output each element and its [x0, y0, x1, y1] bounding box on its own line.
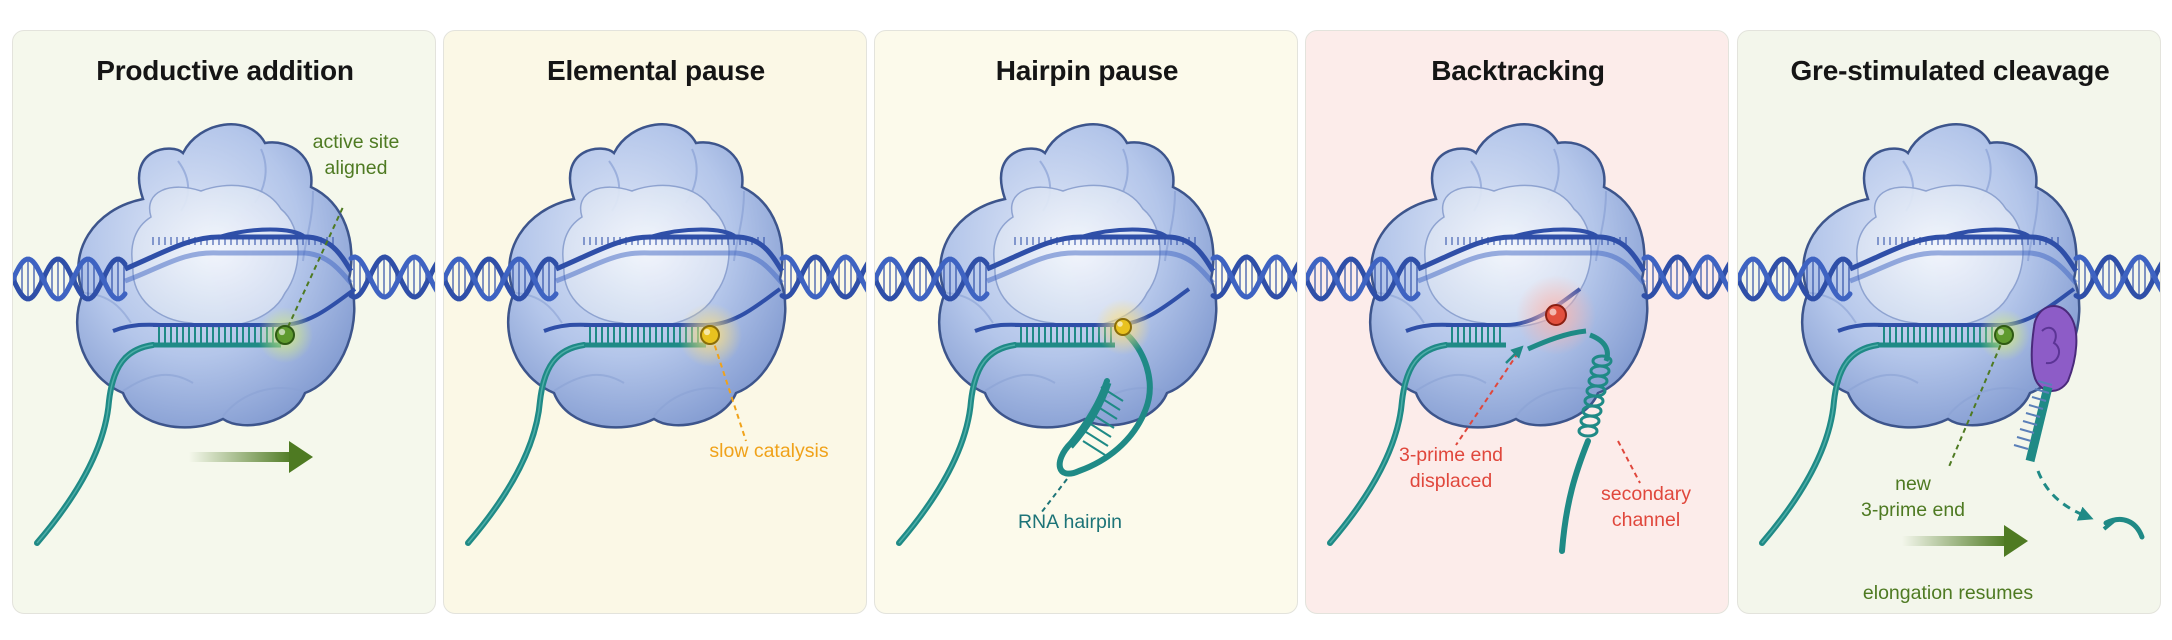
- dna-helix-icon: [1738, 227, 2160, 302]
- forward-arrow-icon: [189, 441, 313, 473]
- panel-hairpin-pause: Hairpin pause RNA hairpin: [874, 30, 1298, 614]
- polymerase-icon: [937, 123, 1218, 429]
- slow-catalysis-label: slow catalysis: [709, 440, 829, 462]
- active-site-icon: [1994, 325, 2014, 345]
- stalled-site-icon: [1545, 304, 1567, 326]
- elongation-resumes-label: elongation resumes: [1862, 582, 2034, 604]
- extruded-rna-icon: [1559, 332, 1613, 554]
- dna-helix-icon: [1306, 227, 1728, 302]
- rna-hairpin-icon: [1056, 328, 1153, 477]
- dna-helix-icon: [13, 227, 435, 302]
- backtracking-illustration: [1306, 123, 1728, 554]
- dna-helix-icon: [444, 227, 866, 302]
- productive-addition-illustration: [13, 123, 435, 546]
- cleaved-fragment-icon: [2036, 470, 2145, 540]
- active-site-icon: [275, 325, 295, 345]
- gre-factor-icon: [2013, 305, 2078, 463]
- panel-title: Gre-stimulated cleavage: [1790, 55, 2110, 86]
- gre-cleavage-illustration: [1738, 123, 2160, 557]
- panel-title: Hairpin pause: [995, 55, 1179, 86]
- panel-title: Backtracking: [1431, 55, 1605, 86]
- panel-title: Elemental pause: [547, 55, 765, 86]
- hairpin-pause-illustration: [875, 123, 1297, 546]
- panel-elemental-pause: Elemental pause slow catalysis: [443, 30, 867, 614]
- dna-helix-icon: [875, 227, 1297, 302]
- paused-site-icon: [1114, 318, 1132, 336]
- panel-title: Productive addition: [96, 55, 354, 86]
- elemental-pause-illustration: [444, 123, 866, 546]
- rna-hairpin-label: RNA hairpin: [1017, 511, 1123, 533]
- paused-site-icon: [700, 325, 720, 345]
- forward-arrow-icon: [1902, 525, 2028, 557]
